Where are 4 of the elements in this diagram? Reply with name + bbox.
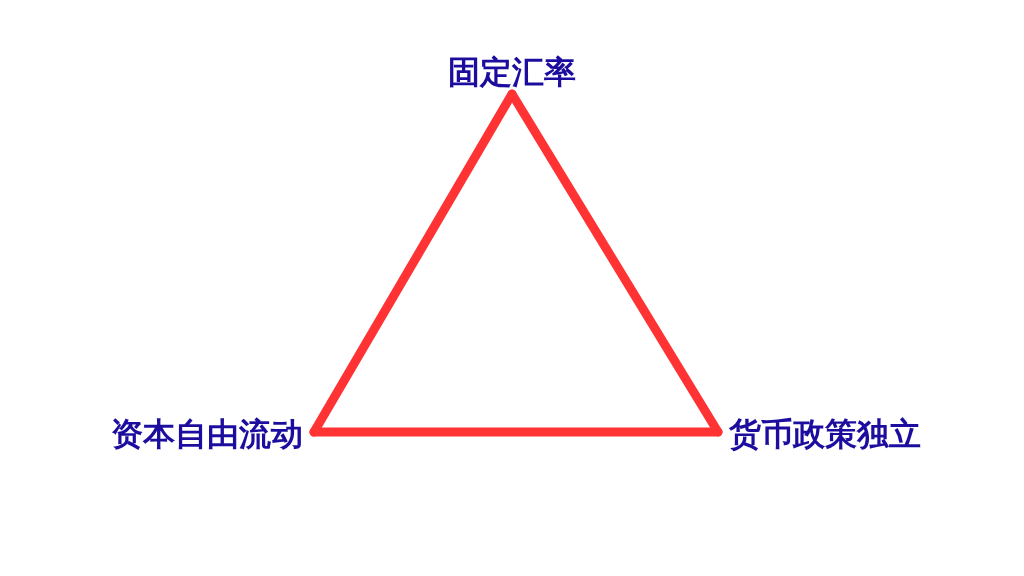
- vertex-label: 货币政策独立: [729, 414, 921, 454]
- triangle-side: [507, 89, 723, 437]
- vertex-label: 资本自由流动: [111, 414, 303, 454]
- vertex-label: 固定汇率: [448, 52, 576, 92]
